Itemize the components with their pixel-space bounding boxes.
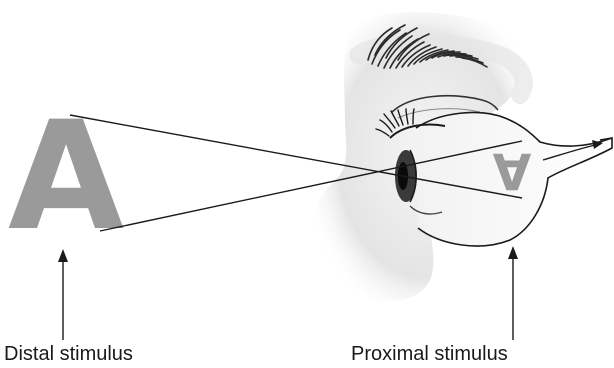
distal-stimulus-letter: A	[8, 90, 124, 264]
distal-stimulus-caption: Distal stimulus	[4, 344, 133, 364]
proximal-pointer-arrowhead	[508, 246, 518, 259]
proximal-stimulus-caption: Proximal stimulus	[351, 344, 508, 364]
proximal-stimulus-letter: A	[492, 142, 531, 200]
